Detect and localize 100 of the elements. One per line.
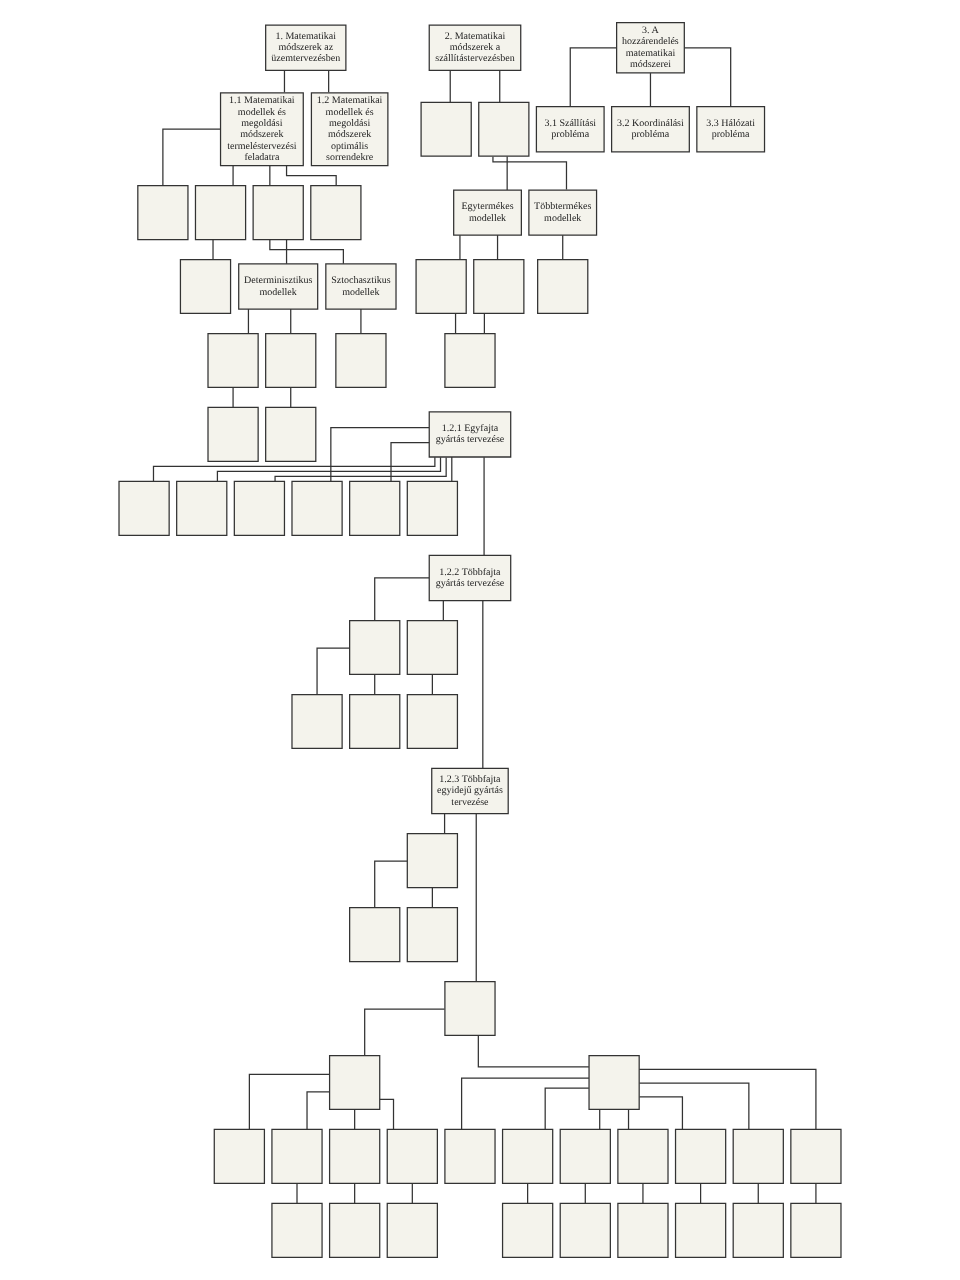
connector: [354, 1108, 356, 1130]
connector: [328, 69, 330, 93]
node-box: [732, 1202, 784, 1258]
connector: [269, 239, 344, 265]
node-box: [386, 1202, 438, 1258]
connector: [475, 813, 477, 982]
connector: [162, 128, 222, 186]
connector: [374, 577, 430, 622]
connector: [599, 1108, 601, 1130]
node-box: [179, 258, 232, 315]
node-box: [118, 480, 170, 536]
connector: [482, 600, 484, 770]
connector: [642, 1182, 644, 1204]
connector: [290, 308, 292, 334]
node-box: [406, 833, 459, 889]
node-box: [291, 480, 343, 536]
connector: [379, 1098, 395, 1130]
connector: [285, 239, 288, 265]
connector: [527, 1182, 529, 1204]
node-box: [501, 1202, 554, 1258]
connector: [544, 1087, 590, 1131]
node-box: [444, 1128, 496, 1184]
node-box: [406, 907, 459, 963]
connector: [649, 72, 652, 108]
connector: [449, 69, 451, 103]
connector: [443, 813, 446, 834]
node-box: [271, 1202, 323, 1258]
connector: [477, 1035, 590, 1068]
connector: [354, 1182, 356, 1204]
node-box: [501, 1128, 554, 1184]
node-box: [328, 1128, 381, 1184]
node-box: [349, 907, 401, 963]
connector: [499, 69, 501, 103]
connector: [562, 234, 564, 261]
connector: [374, 674, 376, 695]
node-box: [386, 1128, 438, 1184]
node-box: [349, 480, 401, 536]
connector: [232, 386, 234, 408]
node-box: [328, 1202, 381, 1258]
node-box: [674, 1202, 727, 1258]
connector: [569, 47, 618, 108]
connector: [699, 1182, 702, 1204]
node-box: [790, 1128, 842, 1184]
connector: [316, 647, 351, 695]
node-box: [478, 101, 530, 157]
connector: [248, 1073, 330, 1130]
node-box: [406, 619, 459, 676]
connector: [330, 426, 430, 482]
node-box: [588, 1054, 640, 1111]
node-box: [444, 980, 496, 1037]
connector: [152, 456, 436, 482]
node-box: [415, 258, 467, 315]
node-box: [617, 1128, 669, 1184]
node-box: [252, 185, 304, 241]
node-box: [213, 1128, 266, 1184]
node-box: [265, 332, 317, 389]
node-box: [732, 1128, 784, 1184]
node-box: [265, 406, 317, 462]
connector: [483, 456, 485, 556]
node-box: [349, 619, 401, 676]
connector: [451, 456, 453, 482]
connector: [290, 386, 292, 408]
node-box: [291, 693, 343, 750]
connector: [364, 1008, 446, 1056]
node-box: [406, 693, 459, 750]
connector: [815, 1182, 817, 1204]
connector: [247, 308, 250, 334]
node-box: [790, 1202, 842, 1258]
node-box: [559, 1202, 611, 1258]
connector: [285, 165, 337, 186]
connector: [274, 456, 447, 483]
node-box: [349, 693, 401, 750]
node-box: [473, 258, 525, 315]
node-box: [406, 480, 459, 536]
connector: [269, 165, 271, 186]
connector: [216, 456, 442, 482]
node-box: [328, 1054, 381, 1111]
node-box: [194, 185, 247, 241]
node-box: [271, 1128, 323, 1184]
node-box: [444, 332, 496, 389]
connector: [496, 234, 499, 261]
node-box: [176, 480, 228, 536]
node-box: [207, 332, 259, 389]
connector: [506, 155, 508, 191]
connector: [757, 1182, 759, 1204]
node-box: [233, 480, 286, 536]
connector: [459, 234, 461, 261]
node-box: [420, 101, 472, 157]
connector: [374, 860, 408, 908]
connector: [638, 1068, 817, 1130]
connector: [411, 1182, 413, 1204]
node-box: [310, 185, 362, 241]
node-box: [559, 1128, 611, 1184]
connector: [390, 441, 430, 482]
connector: [442, 600, 444, 621]
connector: [483, 313, 485, 334]
node-box: [617, 1202, 669, 1258]
node-box: [537, 258, 589, 315]
connector: [683, 47, 732, 108]
connector: [638, 1096, 684, 1131]
